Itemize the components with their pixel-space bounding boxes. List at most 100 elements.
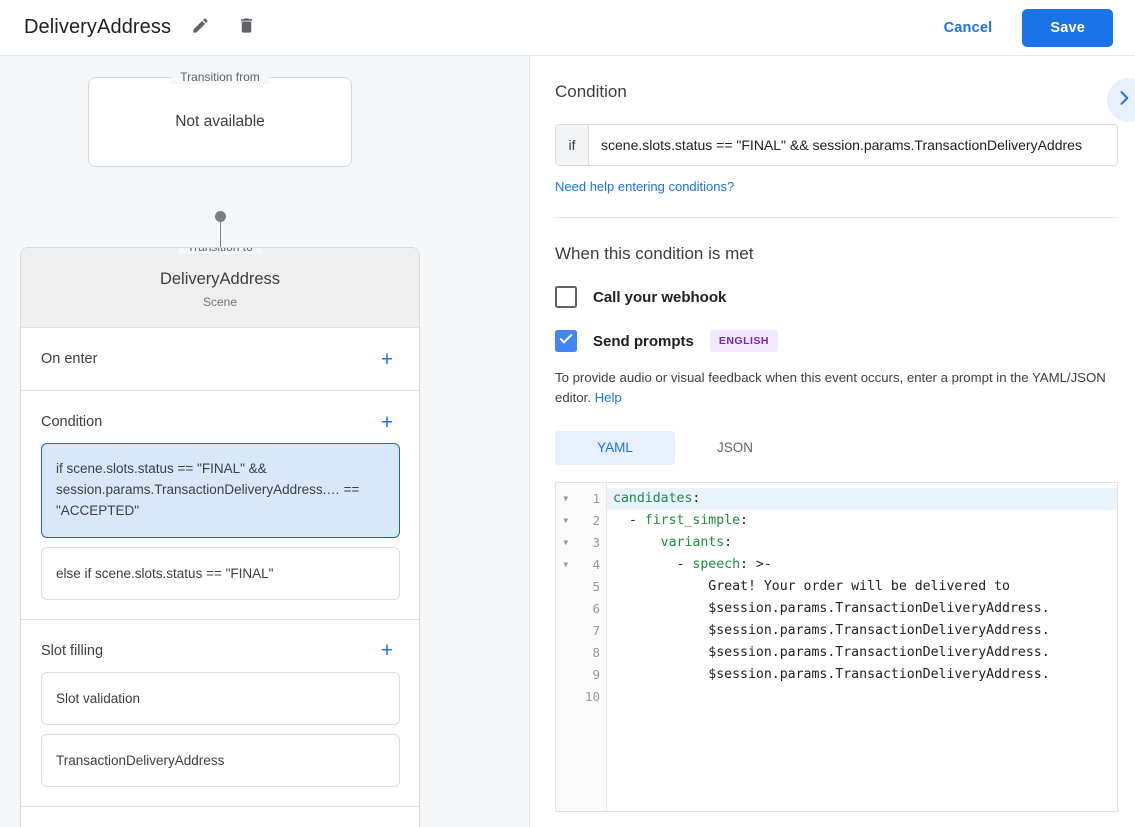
line-number: 4	[592, 557, 600, 573]
section-condition: Condition + if scene.slots.status == "FI…	[21, 391, 419, 620]
add-on-enter-button[interactable]: +	[380, 347, 394, 371]
right-panel: Condition if scene.slots.status == "FINA…	[531, 56, 1135, 827]
transition-from-value: Not available	[175, 113, 265, 130]
divider	[555, 217, 1117, 218]
language-badge: ENGLISH	[709, 330, 779, 352]
tab-yaml[interactable]: YAML	[555, 430, 675, 465]
section-title-slot-filling: Slot filling	[41, 642, 104, 659]
gutter-row: 9	[556, 664, 606, 686]
transition-to-legend: Transition to	[178, 248, 262, 254]
condition-item-selected[interactable]: if scene.slots.status == "FINAL" && sess…	[41, 443, 400, 538]
code-line[interactable]: $session.params.TransactionDeliveryAddre…	[613, 600, 1050, 616]
gutter-row: 8	[556, 642, 606, 664]
section-title-on-enter: On enter	[41, 351, 98, 367]
slot-validation-item[interactable]: Slot validation	[41, 671, 400, 725]
section-slot-filling: Slot filling + Slot validation Transacti…	[21, 620, 419, 808]
gutter-row: ▼2	[556, 510, 606, 532]
section-custom-intent-handling: Custom intent handling +	[21, 807, 419, 827]
chevron-right-icon	[1120, 88, 1134, 113]
gutter-row: ▼1	[556, 488, 606, 510]
top-bar: DeliveryAddress Cancel Save	[0, 0, 1135, 56]
fold-arrow-icon[interactable]: ▼	[563, 494, 569, 504]
gutter-row: 7	[556, 620, 606, 642]
add-condition-button[interactable]: +	[380, 410, 394, 434]
condition-block: Condition if scene.slots.status == "FINA…	[531, 56, 1135, 218]
editor-code-area[interactable]: candidates: - first_simple: variants: - …	[607, 483, 1117, 811]
page-title: DeliveryAddress	[24, 16, 172, 38]
gutter-row: 10	[556, 686, 606, 708]
condition-expression-value[interactable]: scene.slots.status == "FINAL" && session…	[601, 137, 1082, 153]
gutter-row: 5	[556, 576, 606, 598]
condition-help-link[interactable]: Need help entering conditions?	[555, 179, 735, 194]
prompts-description: To provide audio or visual feedback when…	[555, 368, 1111, 409]
fold-arrow-icon[interactable]: ▼	[563, 560, 569, 570]
send-prompts-checkbox[interactable]	[555, 330, 577, 352]
fold-arrow-icon[interactable]: ▼	[563, 538, 569, 548]
top-bar-actions: Cancel Save	[928, 8, 1135, 47]
condition-heading: Condition	[555, 82, 627, 101]
trash-icon	[237, 16, 256, 40]
line-number: 8	[592, 645, 600, 661]
gutter-row: ▼4	[556, 554, 606, 576]
editor-format-tabs: YAML JSON	[555, 430, 1117, 465]
when-condition-met-block: When this condition is met Call your web…	[531, 218, 1135, 812]
fold-arrow-icon[interactable]: ▼	[563, 516, 569, 526]
code-line[interactable]: - speech: >-	[613, 556, 772, 572]
slot-item[interactable]: TransactionDeliveryAddress	[41, 733, 400, 788]
transition-to-card: Transition to DeliveryAddress Scene On e…	[20, 247, 420, 827]
line-number: 2	[592, 513, 600, 529]
code-line[interactable]: Great! Your order will be delivered to	[613, 578, 1010, 594]
code-line[interactable]: $session.params.TransactionDeliveryAddre…	[613, 666, 1050, 682]
expand-panel-button[interactable]	[1107, 78, 1135, 122]
cancel-button[interactable]: Cancel	[928, 11, 1009, 45]
condition-if-prefix: if	[556, 125, 589, 165]
prompts-help-link[interactable]: Help	[594, 390, 622, 406]
section-header: Condition +	[21, 391, 419, 443]
edit-button[interactable]	[183, 11, 217, 45]
section-header: On enter +	[21, 328, 419, 380]
section-title-condition: Condition	[41, 414, 103, 430]
check-icon	[558, 331, 574, 352]
line-number: 10	[584, 689, 600, 705]
section-on-enter: On enter +	[21, 328, 419, 391]
code-line[interactable]: $session.params.TransactionDeliveryAddre…	[613, 622, 1050, 638]
condition-input[interactable]: if scene.slots.status == "FINAL" && sess…	[555, 124, 1118, 166]
send-prompts-label: Send prompts	[593, 332, 694, 350]
left-panel: Transition from Not available Transition…	[0, 56, 530, 827]
code-line[interactable]	[607, 686, 1117, 708]
code-line[interactable]: variants:	[660, 534, 733, 550]
scene-header: DeliveryAddress Scene	[21, 248, 419, 328]
delete-button[interactable]	[229, 11, 263, 45]
line-number: 7	[592, 623, 600, 639]
line-number: 3	[592, 535, 600, 551]
code-line[interactable]: candidates:	[607, 487, 1117, 510]
connector-line	[219, 216, 221, 268]
code-line[interactable]: $session.params.TransactionDeliveryAddre…	[613, 644, 1050, 660]
condition-item[interactable]: else if scene.slots.status == "FINAL"	[41, 546, 400, 600]
section-header: Slot filling +	[21, 620, 419, 672]
save-button[interactable]: Save	[1022, 8, 1113, 47]
add-slot-filling-button[interactable]: +	[380, 639, 394, 663]
section-header: Custom intent handling +	[21, 807, 419, 827]
line-number: 5	[592, 579, 600, 595]
line-number: 1	[592, 491, 600, 507]
call-webhook-label: Call your webhook	[593, 288, 727, 306]
gutter-row: 6	[556, 598, 606, 620]
scene-type: Scene	[202, 295, 238, 309]
gutter-row: ▼3	[556, 532, 606, 554]
code-line[interactable]: - first_simple:	[613, 512, 748, 528]
when-condition-met-heading: When this condition is met	[555, 244, 754, 263]
webhook-row: Call your webhook	[555, 286, 1117, 308]
prompts-description-text: To provide audio or visual feedback when…	[555, 370, 1106, 406]
tab-json[interactable]: JSON	[716, 440, 753, 456]
transition-from-card: Transition from Not available	[88, 70, 352, 167]
transition-from-legend: Transition from	[171, 70, 269, 84]
call-webhook-checkbox[interactable]	[555, 286, 577, 308]
line-number: 9	[592, 667, 600, 683]
send-prompts-row: Send prompts ENGLISH	[555, 330, 1117, 352]
line-number: 6	[592, 601, 600, 617]
scene-name: DeliveryAddress	[159, 270, 281, 288]
pencil-icon	[191, 16, 210, 40]
